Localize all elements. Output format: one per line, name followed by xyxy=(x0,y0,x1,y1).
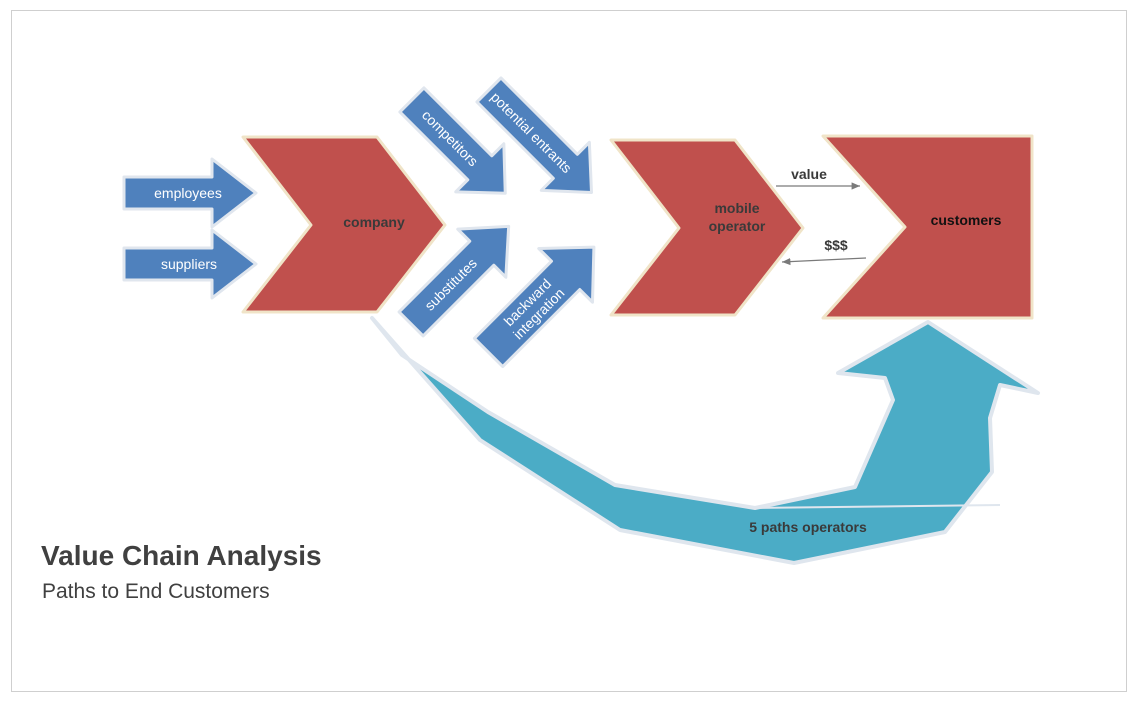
money-flow: $$$ xyxy=(781,237,867,266)
customers-chevron: customers xyxy=(821,134,1034,320)
value-label: value xyxy=(791,166,827,182)
employees-label: employees xyxy=(154,185,222,201)
five-paths-label: 5 paths operators xyxy=(749,519,867,535)
suppliers-label: suppliers xyxy=(161,256,217,272)
mobile-operator-chevron: mobile operator xyxy=(609,138,805,317)
money-label: $$$ xyxy=(824,237,848,253)
value-flow: value xyxy=(776,166,860,190)
company-label: company xyxy=(343,214,405,230)
suppliers-arrow: suppliers xyxy=(122,228,258,300)
customers-label: customers xyxy=(931,212,1002,228)
employees-arrow: employees xyxy=(122,157,258,229)
mobile-operator-label-line2: operator xyxy=(709,218,766,234)
company-chevron: company xyxy=(241,135,447,314)
five-paths-curved-arrow: 5 paths operators xyxy=(370,316,1040,565)
backward-integration-arrow: backward integration xyxy=(472,245,596,369)
page-subtitle: Paths to End Customers xyxy=(42,580,270,603)
mobile-operator-label-line1: mobile xyxy=(714,200,759,216)
page-title: Value Chain Analysis xyxy=(41,540,322,571)
